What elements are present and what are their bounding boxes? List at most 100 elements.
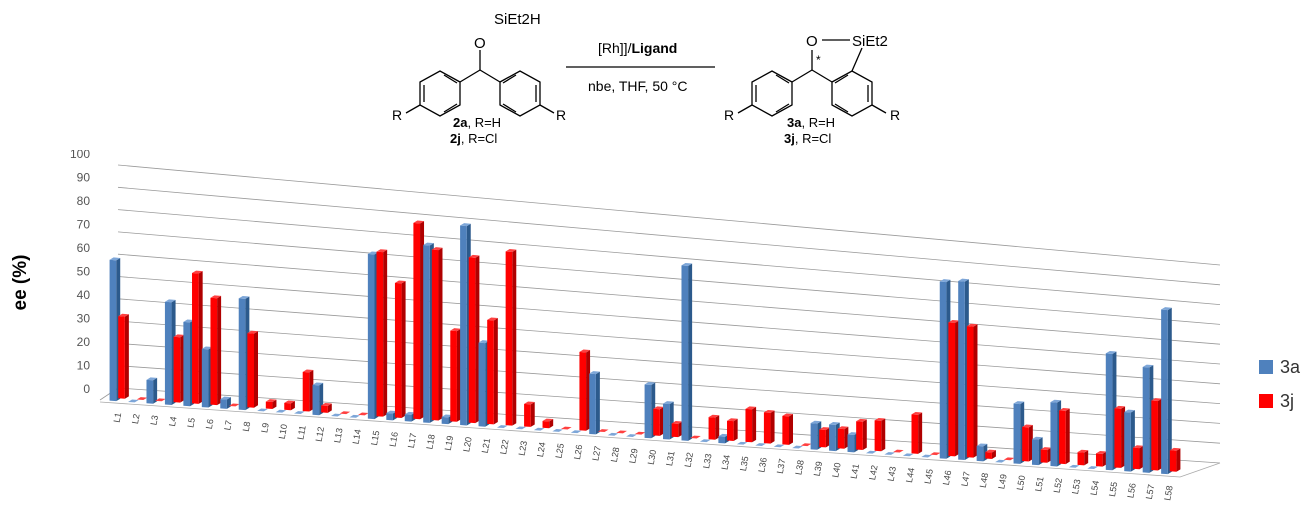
bar-3j-L40 — [837, 426, 849, 449]
bar-3a-L22 — [496, 425, 508, 429]
reactant-r-right: R — [556, 107, 566, 123]
bar-3j-L41 — [856, 418, 867, 450]
bar-3a-L43 — [884, 452, 896, 455]
x-tick-label: L19 — [443, 435, 455, 452]
bar-3j-L42 — [874, 418, 886, 452]
reactant-oxygen: O — [474, 35, 486, 52]
bar-side — [973, 324, 978, 458]
bar-front — [874, 420, 882, 452]
bar-top — [423, 242, 434, 246]
bar-top — [1161, 307, 1172, 311]
bar-3a-L54 — [1087, 466, 1098, 470]
bar-side — [1084, 450, 1089, 466]
bar-front — [653, 408, 660, 436]
bar-front — [644, 384, 652, 439]
bar-front — [265, 401, 273, 409]
x-tick-label: L50 — [1015, 475, 1027, 492]
bar-top — [431, 247, 443, 251]
bar-top — [294, 411, 305, 414]
bar-top — [487, 317, 498, 321]
x-tick-label: L12 — [314, 426, 326, 443]
bar-front — [183, 321, 191, 407]
bar-3j-L9 — [265, 399, 277, 409]
bar-side — [217, 295, 222, 406]
bar-side — [198, 271, 203, 404]
bar-3j-L32 — [690, 435, 701, 439]
x-tick-label: L53 — [1070, 478, 1082, 495]
bar-top — [284, 400, 295, 404]
bar-front — [958, 281, 965, 461]
bar-3j-L39 — [819, 427, 830, 448]
bar-front — [312, 384, 320, 416]
reactant-left-ring — [419, 70, 461, 117]
bar-top — [128, 399, 139, 403]
x-tick-label: L6 — [204, 418, 216, 430]
bar-top — [1068, 464, 1080, 468]
bar-3j-L38 — [800, 443, 812, 447]
bar-top — [921, 454, 932, 458]
bar-3a-L24 — [533, 427, 545, 431]
bar-front — [727, 420, 734, 442]
bar-front — [146, 379, 154, 404]
bar-3j-L52 — [1059, 408, 1070, 465]
bar-front — [663, 403, 670, 440]
bar-front — [450, 330, 457, 422]
bar-front — [718, 436, 726, 444]
bar-front — [819, 429, 826, 448]
bar-top — [634, 431, 646, 435]
bar-front — [708, 417, 716, 440]
bar-3j-L58 — [1169, 447, 1181, 472]
bar-top — [1003, 457, 1015, 461]
x-tick-label: L1 — [112, 412, 124, 424]
bar-3j-L34 — [727, 418, 738, 442]
bar-3j-L51 — [1040, 447, 1052, 463]
bar-side — [659, 406, 664, 436]
bar-3j-L36 — [763, 409, 775, 444]
bar-top — [515, 426, 527, 430]
bar-side — [401, 281, 406, 418]
bar-top — [367, 251, 379, 255]
bar-front — [487, 319, 494, 425]
bar-top — [782, 413, 794, 417]
bar-top — [699, 439, 711, 443]
bar-3j-L26 — [579, 349, 591, 431]
x-tick-label: L39 — [812, 460, 824, 477]
bar-front — [939, 281, 947, 459]
bar-side — [420, 221, 425, 420]
floor-right-edge — [1179, 462, 1221, 478]
bar-front — [1095, 453, 1103, 467]
bar-top — [837, 426, 849, 430]
bar-side — [1102, 451, 1107, 467]
bar-top — [404, 411, 416, 415]
bar-top — [736, 441, 748, 445]
x-tick-label: L28 — [609, 446, 621, 463]
bar-front — [238, 298, 246, 411]
bar-top — [210, 295, 222, 299]
bar-3a-L14 — [349, 414, 361, 418]
bar-top — [533, 427, 545, 431]
bar-front — [829, 424, 836, 452]
bar-front — [404, 414, 412, 422]
bar-front — [1132, 447, 1140, 470]
bar-3j-L28 — [616, 430, 627, 434]
bar-side — [124, 314, 129, 399]
bar-front — [985, 452, 992, 459]
bar-side — [327, 403, 332, 413]
bar-front — [837, 428, 845, 449]
bar-3a-L37 — [773, 444, 785, 448]
bar-3j-L45 — [929, 452, 941, 456]
x-tick-label: L38 — [793, 459, 805, 476]
bar-top — [874, 418, 886, 421]
bar-3j-L12 — [321, 403, 332, 413]
bar-front — [109, 259, 117, 402]
x-tick-label: L37 — [775, 458, 787, 475]
bar-3j-L48 — [985, 449, 996, 459]
bar-top — [985, 449, 996, 453]
bar-side — [1028, 424, 1033, 462]
bar-side — [438, 247, 443, 421]
bar-front — [948, 322, 956, 457]
bar-side — [1167, 307, 1172, 475]
bar-side — [789, 413, 794, 445]
x-tick-label: L32 — [683, 452, 695, 469]
